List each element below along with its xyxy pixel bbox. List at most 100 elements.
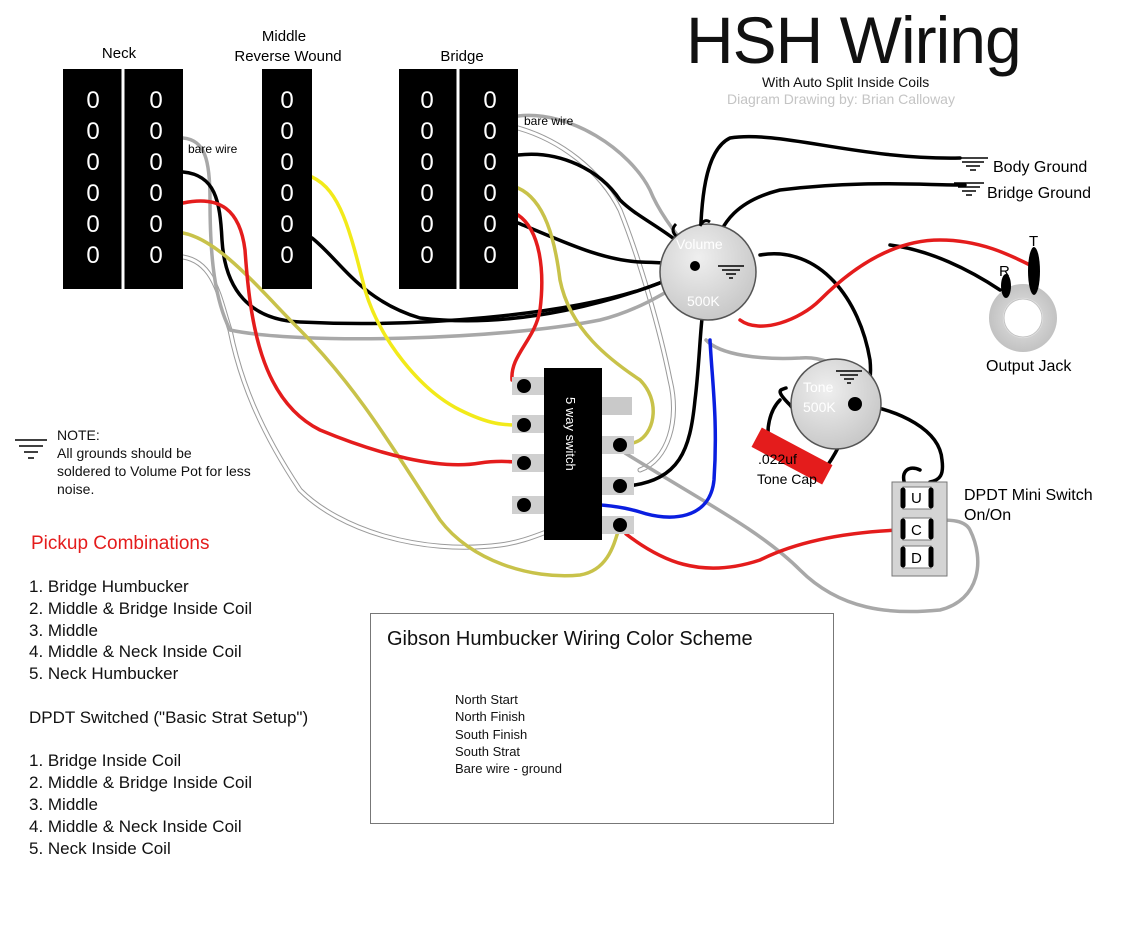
wire-neck-south-finish xyxy=(181,231,622,578)
dpdt-c: C xyxy=(911,522,922,539)
neck-pole-1-4: 0 xyxy=(86,180,99,207)
body-ground-label: Body Ground xyxy=(993,159,1087,176)
switch-label: 5 way switch xyxy=(563,397,578,471)
bridge-pole-2-1: 0 xyxy=(483,87,496,114)
bridge-pole-1-3: 0 xyxy=(420,149,433,176)
wire-middle-north xyxy=(310,175,520,427)
volume-pot: Volume 500K xyxy=(659,219,757,321)
neck-pole-2-1: 0 xyxy=(149,87,162,114)
legend-label-2: North Finish xyxy=(455,709,526,725)
page-title: HSH Wiring xyxy=(686,3,1022,77)
tone-capacitor: .022uf Tone Cap xyxy=(751,427,833,487)
combinations-title: Pickup Combinations xyxy=(31,533,210,554)
neck-bare-wire-label: bare wire xyxy=(188,142,238,156)
bridge-pole-1-6: 0 xyxy=(420,242,433,269)
middle-pole-1-6: 0 xyxy=(280,242,293,269)
bridge-pole-2-3: 0 xyxy=(483,149,496,176)
bridge-pole-1-2: 0 xyxy=(420,118,433,145)
middle-pole-1-5: 0 xyxy=(280,211,293,238)
pickup-bridge: 0 0 0 0 0 0 0 0 0 0 0 0 xyxy=(399,69,518,289)
middle-label-line1: Middle xyxy=(262,28,306,45)
legend-title: Gibson Humbucker Wiring Color Scheme xyxy=(387,628,753,650)
switch-left-lugs xyxy=(512,377,544,514)
wire-bridge-south-finish xyxy=(516,186,655,446)
legend-label-1: North Start xyxy=(455,692,518,707)
dpdt-label-line1: DPDT Mini Switch xyxy=(964,487,1093,504)
wire-switch-dpdt xyxy=(624,528,902,570)
dpdt-u: U xyxy=(911,490,922,507)
middle-pole-1-2: 0 xyxy=(280,118,293,145)
legend-label-4: South Strat xyxy=(455,743,521,759)
legend-box xyxy=(370,613,834,824)
combinations-list: 1. Bridge Humbucker 2. Middle & Bridge I… xyxy=(29,577,309,858)
bridge-pole-1-1: 0 xyxy=(420,87,433,114)
page-subtitle: With Auto Split Inside Coils xyxy=(762,74,930,90)
output-jack: R T xyxy=(989,233,1057,352)
wire-neck-bare xyxy=(181,136,702,341)
neck-pole-2-2: 0 xyxy=(149,118,162,145)
bridge-label: Bridge xyxy=(440,48,483,65)
wire-vol-bridge-ground xyxy=(710,182,967,258)
bridge-pole-1-4: 0 xyxy=(420,180,433,207)
bridge-pole-2-4: 0 xyxy=(483,180,496,207)
neck-pole-2-5: 0 xyxy=(149,211,162,238)
tone-pot: Tone 500K xyxy=(790,358,882,450)
tone-label: Tone xyxy=(803,379,834,395)
wire-vol-jack xyxy=(738,238,1032,328)
middle-pole-pieces: 0 0 0 0 0 0 xyxy=(280,87,293,269)
neck-pole-2-3: 0 xyxy=(149,149,162,176)
ground-note: NOTE: All grounds should be soldered to … xyxy=(57,427,251,497)
middle-pole-1-3: 0 xyxy=(280,149,293,176)
middle-label-line2: Reverse Wound xyxy=(234,48,341,65)
tone-value: 500K xyxy=(803,399,836,415)
bridge-pole-1-5: 0 xyxy=(420,211,433,238)
bridge-pole-2-5: 0 xyxy=(483,211,496,238)
neck-pole-1-2: 0 xyxy=(86,118,99,145)
dpdt-switch: U C D xyxy=(891,481,948,577)
neck-pole-1-1: 0 xyxy=(86,87,99,114)
dpdt-d: D xyxy=(911,550,922,567)
switch-right-lugs xyxy=(602,436,634,534)
neck-pole-2-6: 0 xyxy=(149,242,162,269)
middle-pole-1-1: 0 xyxy=(280,87,293,114)
cap-value: .022uf xyxy=(758,451,797,467)
bridge-pole-2-6: 0 xyxy=(483,242,496,269)
wire-switch-out xyxy=(626,298,707,488)
neck-pole-1-6: 0 xyxy=(86,242,99,269)
wire-neck-north xyxy=(181,199,520,467)
wire-bridge-north xyxy=(510,213,544,382)
wire-jack-ring xyxy=(888,243,1002,292)
neck-pole-1-3: 0 xyxy=(86,149,99,176)
dpdt-label-line2: On/On xyxy=(964,507,1011,524)
wire-tone-dpdt xyxy=(856,402,945,484)
wire-bridge-north-black xyxy=(516,152,702,264)
legend-label-5: Bare wire - ground xyxy=(455,761,562,777)
legend-label-3: South Finish xyxy=(455,726,528,742)
volume-label: Volume xyxy=(676,236,723,252)
bridge-ground-label: Bridge Ground xyxy=(987,185,1091,202)
volume-ground-symbol xyxy=(718,265,744,279)
wire-ground-dpdt xyxy=(623,451,980,614)
five-way-switch: 5 way switch xyxy=(512,368,634,540)
jack-ring-label: R xyxy=(999,263,1010,280)
cap-label: Tone Cap xyxy=(757,471,817,487)
pickup-neck: 0 0 0 0 0 0 0 0 0 0 0 0 xyxy=(63,69,183,289)
wire-vol-ground-body xyxy=(698,134,962,264)
bridge-bare-wire-label: bare wire xyxy=(524,114,574,128)
wires xyxy=(180,113,1032,614)
bridge-pole-pieces: 0 0 0 0 0 0 0 0 0 0 0 0 xyxy=(420,87,496,269)
output-jack-label: Output Jack xyxy=(986,358,1072,375)
bridge-ground-symbol xyxy=(954,182,984,196)
neck-pole-pieces: 0 0 0 0 0 0 0 0 0 0 0 0 xyxy=(86,87,162,269)
neck-pole-1-5: 0 xyxy=(86,211,99,238)
neck-label: Neck xyxy=(102,45,137,62)
pickup-middle: 0 0 0 0 0 0 xyxy=(262,69,312,289)
body-ground-symbol xyxy=(958,157,988,171)
tone-ground-symbol xyxy=(836,370,862,384)
neck-pole-2-4: 0 xyxy=(149,180,162,207)
volume-value: 500K xyxy=(687,293,720,309)
bridge-pole-2-2: 0 xyxy=(483,118,496,145)
jack-tip-label: T xyxy=(1029,233,1038,250)
middle-pole-1-4: 0 xyxy=(280,180,293,207)
